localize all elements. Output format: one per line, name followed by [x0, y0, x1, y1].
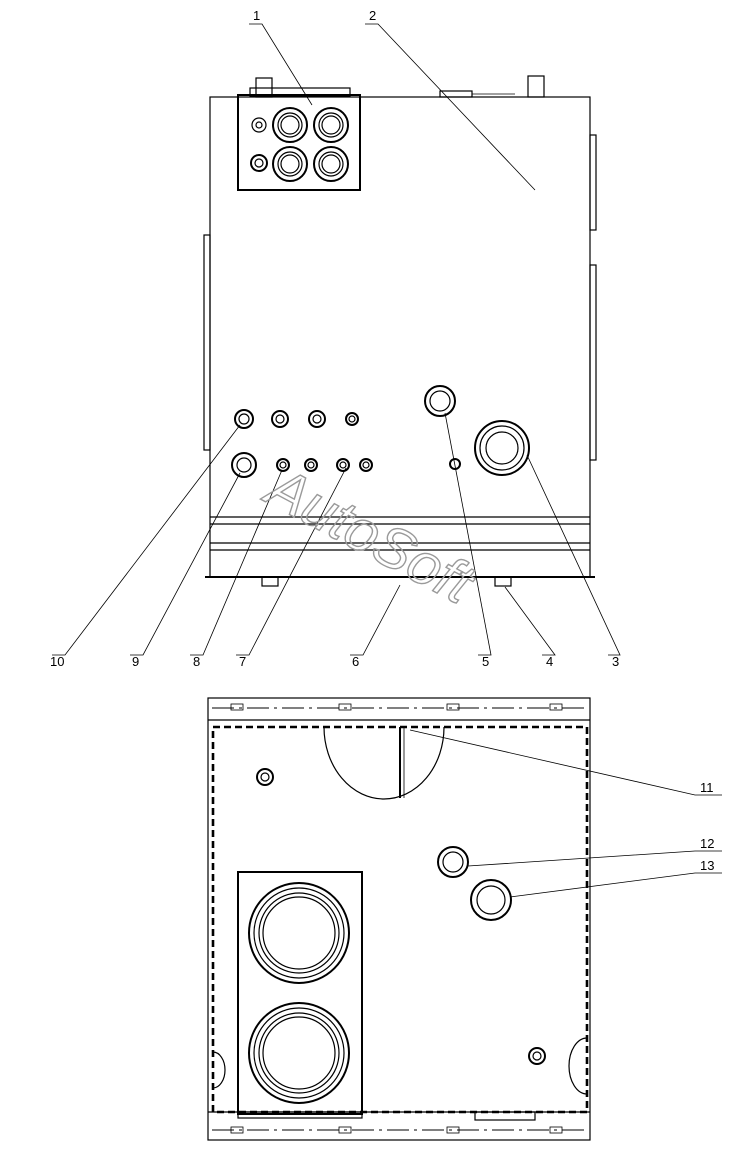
top-cutout: [323, 726, 445, 800]
right-flange-top: [589, 134, 597, 231]
rail-slots-bottom: [230, 1126, 563, 1134]
foot-left: [261, 576, 279, 587]
plan-fitting-12-inner: [442, 851, 464, 873]
leaders-top: [52, 23, 621, 656]
fittings-row-lower: [231, 452, 373, 478]
foot-right: [494, 576, 512, 587]
housing-base: [237, 1111, 363, 1119]
fitting-5: [424, 385, 456, 417]
watermark: AutoSoft: [254, 453, 486, 618]
port-3-inner: [485, 431, 519, 465]
callout-12: 12: [700, 836, 714, 851]
fitting-5-inner: [429, 390, 451, 412]
plan-outer: [207, 697, 591, 1141]
large-port-lower: [248, 1002, 350, 1104]
plan-port-13-inner: [476, 885, 506, 915]
plan-fitting-topleft: [256, 768, 274, 786]
front-view: [203, 75, 597, 587]
plan-port-13: [470, 879, 512, 921]
callout-4: 4: [546, 654, 553, 669]
port-3-ring: [479, 425, 525, 471]
callout-2: 2: [369, 8, 376, 23]
connector-ports: [250, 107, 349, 182]
callout-8: 8: [193, 654, 200, 669]
small-nut: [449, 458, 461, 470]
connector-block-top: [249, 87, 351, 97]
bottom-tab: [474, 1111, 536, 1121]
rail-slots-top: [230, 703, 563, 711]
callout-5: 5: [482, 654, 489, 669]
callout-1: 1: [253, 8, 260, 23]
plan-fitting-12: [437, 846, 469, 878]
connector-block: [237, 94, 361, 191]
notch-right: [568, 1037, 588, 1095]
large-port-upper: [248, 882, 350, 984]
callout-6: 6: [352, 654, 359, 669]
plan-view: [207, 697, 591, 1141]
port-3: [474, 420, 530, 476]
fittings-row-upper: [234, 409, 359, 429]
callout-9: 9: [132, 654, 139, 669]
right-flange-bottom: [589, 264, 597, 461]
callout-11: 11: [700, 780, 714, 795]
plan-fitting-topleft-inner: [260, 772, 270, 782]
top-plate: [439, 90, 473, 98]
callout-7: 7: [239, 654, 246, 669]
port-housing: [237, 871, 363, 1115]
callout-13: 13: [700, 858, 714, 873]
plan-fitting-bottomright-inner: [532, 1051, 542, 1061]
top-cap-right: [527, 75, 545, 98]
left-flange: [203, 234, 211, 451]
callout-3: 3: [612, 654, 619, 669]
plan-fitting-bottomright: [528, 1047, 546, 1065]
callout-10: 10: [50, 654, 64, 669]
notch-left: [212, 1051, 226, 1089]
leaders-bottom: [409, 729, 722, 898]
